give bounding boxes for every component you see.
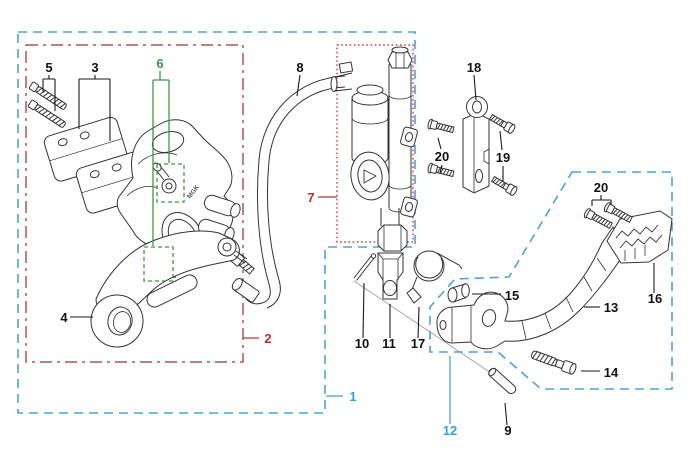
callout-15: 15: [505, 288, 519, 303]
leader-18: [473, 74, 477, 101]
part-6-pin-boot-box: [143, 246, 174, 282]
region-12-pedal-assembly-outline: [429, 171, 673, 390]
callout-14: 14: [604, 365, 619, 380]
callout-13: 13: [604, 300, 618, 315]
leader-lines: [42, 74, 655, 426]
callout-7: 7: [307, 190, 314, 205]
callout-18: 18: [467, 60, 481, 75]
region-2-caliper-assembly-outline: [25, 44, 244, 363]
pedal-pad-16: [606, 210, 673, 264]
callout-4: 4: [60, 310, 68, 325]
callout-19: 19: [496, 150, 510, 165]
callout-12: 12: [443, 423, 457, 438]
callout-labels: 5 3 6 8 18 20 19 20 7 2 4 10 11 17 15 13…: [45, 56, 662, 438]
bolts-20-left: [427, 118, 455, 178]
assembly-axis-line: [353, 280, 504, 382]
clevis-11: [377, 252, 404, 300]
callout-2: 2: [264, 331, 271, 346]
callout-17: 17: [411, 336, 425, 351]
callout-3: 3: [91, 60, 98, 75]
part-art: [27, 46, 673, 395]
leader-10: [362, 282, 365, 339]
callout-10: 10: [355, 336, 369, 351]
callout-1: 1: [349, 389, 356, 404]
callout-20-right: 20: [594, 180, 608, 195]
part-6-bleed-valve-box: [156, 163, 185, 203]
callout-20-left: 20: [435, 149, 449, 164]
callout-16: 16: [648, 291, 662, 306]
group-regions: [17, 31, 673, 414]
leader-17: [417, 306, 420, 339]
brake-pedal-13: [436, 225, 626, 350]
pivot-bolt-14: [530, 350, 577, 375]
leader-9: [504, 402, 508, 426]
bushing-15: [447, 283, 470, 303]
cotter-pin-10: [353, 253, 377, 281]
master-cylinder-7: [330, 46, 418, 252]
callout-8: 8: [296, 60, 303, 75]
leader-20-left: [437, 137, 443, 174]
leader-3: [78, 75, 111, 141]
pad-pin-bolts-5: [27, 81, 67, 128]
leader-19: [499, 130, 504, 182]
part-6-highlight: [143, 71, 185, 282]
bolts-19: [488, 113, 518, 196]
return-spring-17: [406, 250, 463, 304]
mount-bracket-18: [462, 96, 490, 194]
callout-5: 5: [45, 60, 52, 75]
brake-hose-8: [231, 75, 346, 309]
region-1-brake-system-outline: [17, 31, 416, 414]
callout-9: 9: [504, 423, 511, 438]
callout-11: 11: [382, 336, 396, 351]
callout-6: 6: [156, 56, 163, 71]
leader-20-right: [591, 195, 612, 206]
leader-8: [296, 74, 301, 97]
leader-5: [42, 75, 56, 111]
caliper-bracket-4: [90, 230, 248, 348]
bolts-20-right: [583, 202, 633, 230]
clevis-pin-9: [488, 367, 517, 395]
region-7-master-cylinder-outline: [336, 44, 414, 243]
